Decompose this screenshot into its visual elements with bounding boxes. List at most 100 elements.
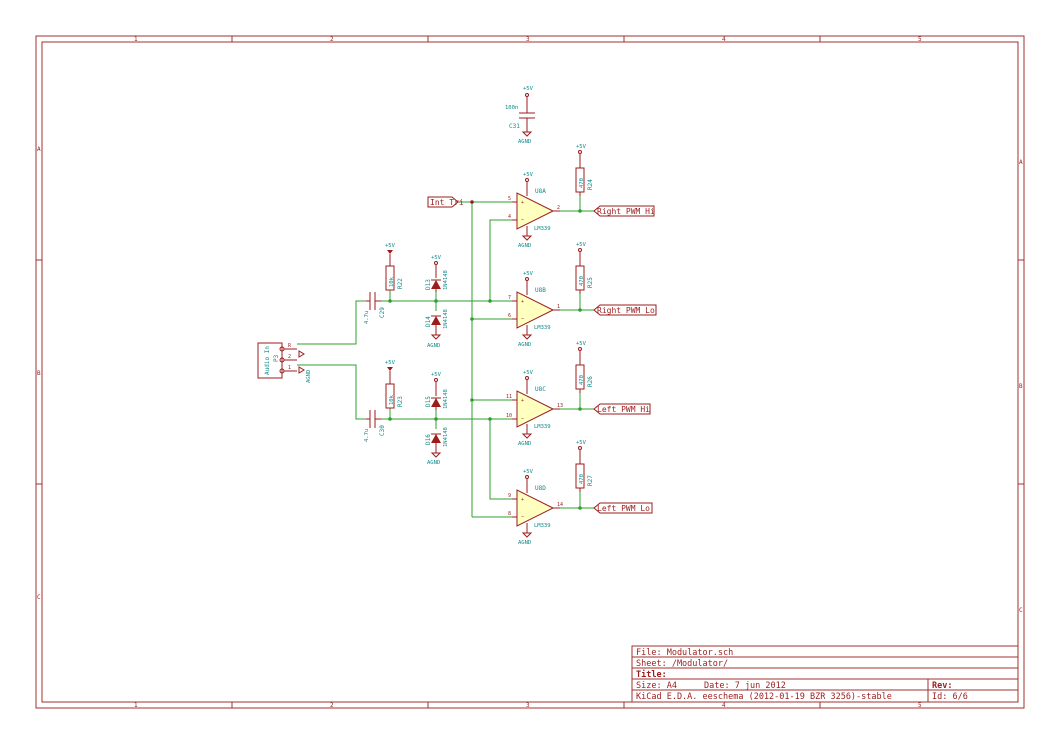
u8a-pin-p: 5 [508, 196, 511, 202]
left-pwm-hi-text: Left_PWM_Hi [597, 405, 650, 414]
d16-value: 1N4148 [443, 427, 449, 447]
junction-dots [388, 200, 582, 510]
c31-ref: C31 [509, 123, 520, 130]
c30-ref: C30 [379, 425, 386, 436]
c29-value: 4.7u [364, 311, 370, 324]
u8a-gnd: AGND [518, 243, 531, 249]
r27-value: 470 [579, 474, 585, 484]
u8d-gnd: AGND [518, 540, 531, 546]
u8a-value: LM339 [534, 226, 551, 232]
r24-value: 470 [579, 178, 585, 188]
capacitor-c30[interactable] [366, 410, 381, 428]
c31-vcc-label: +5V [523, 86, 534, 92]
col-label-1: 1 [134, 36, 138, 43]
r22-value: 10k [389, 276, 395, 287]
u8c-vcc: +5V [523, 370, 534, 376]
r24-vcc: +5V [576, 144, 587, 150]
comparator-u8a[interactable] [512, 178, 560, 241]
col-label-1-bottom: 1 [134, 702, 138, 709]
d13-vcc-label: +5V [431, 255, 442, 261]
r26-ref: R26 [587, 376, 594, 387]
u8d-plus: + [521, 497, 524, 503]
resistor-r23[interactable] [385, 367, 395, 409]
p3-pin-2: 2 [288, 354, 291, 360]
capacitor-c31[interactable] [519, 93, 535, 137]
d16-gnd-label: AGND [427, 460, 440, 466]
row-label-a-right: A [1019, 159, 1023, 166]
col-label-3-bottom: 3 [526, 702, 530, 709]
diode-d14[interactable] [430, 315, 442, 340]
row-label-c: C [37, 594, 41, 601]
tb-file: File: Modulator.sch [636, 648, 733, 658]
resistor-r22[interactable] [385, 250, 395, 291]
label-right-pwm-hi[interactable] [593, 205, 655, 217]
u8a-pin-o: 2 [557, 205, 560, 211]
resistor-r24[interactable] [575, 150, 585, 197]
r25-ref: R25 [587, 277, 594, 288]
border-column-ticks [36, 36, 1024, 708]
tb-rev: Rev: [932, 681, 952, 691]
p3-ref: P3 [273, 354, 280, 362]
int-tri-text: Int_Tri [430, 198, 464, 207]
d15-value: 1N4148 [443, 389, 449, 409]
u8a-vcc: +5V [523, 172, 534, 178]
r23-vcc-label: +5V [385, 360, 396, 366]
row-label-b-right: B [1019, 383, 1023, 390]
label-int-tri[interactable] [427, 196, 459, 208]
u8d-value: LM339 [534, 523, 551, 529]
u8d-pin-p: 9 [508, 493, 511, 499]
outer-frame [35, 35, 1025, 709]
u8a-minus: − [521, 217, 524, 223]
connector-p3[interactable] [257, 342, 305, 379]
diode-d15[interactable] [431, 378, 441, 411]
tb-date: Date: 7 jun 2012 [704, 681, 786, 691]
u8b-pin-o: 1 [557, 304, 560, 310]
label-left-pwm-lo[interactable] [593, 502, 653, 514]
c30-value: 4.7u [364, 429, 370, 442]
d15-vcc-label: +5V [431, 372, 442, 378]
r24-ref: R24 [587, 179, 594, 190]
u8b-pin-p: 7 [508, 295, 511, 301]
p3-value: Audio In [264, 346, 271, 375]
u8b-value: LM339 [534, 325, 551, 331]
u8b-pin-n: 6 [508, 313, 511, 319]
p3-pin-r: R [288, 343, 292, 349]
d16-ref: D16 [425, 434, 432, 445]
r26-value: 470 [579, 375, 585, 385]
col-label-5-bottom: 5 [918, 702, 922, 709]
r22-ref: R22 [397, 278, 404, 289]
u8b-gnd: AGND [518, 342, 531, 348]
r27-vcc: +5V [576, 440, 587, 446]
col-label-5: 5 [918, 36, 922, 43]
p3-pin-1: 1 [288, 365, 291, 371]
row-label-c-right: C [1019, 607, 1023, 614]
c29-ref: C29 [379, 307, 386, 318]
diode-d16[interactable] [430, 433, 442, 458]
d13-ref: D13 [425, 279, 432, 290]
label-right-pwm-lo[interactable] [593, 304, 657, 316]
capacitor-c29[interactable] [366, 292, 381, 310]
resistor-r27[interactable] [575, 446, 585, 493]
u8b-plus: + [521, 299, 524, 305]
u8c-gnd: AGND [518, 441, 531, 447]
label-left-pwm-hi[interactable] [593, 403, 651, 415]
c31-value: 100n [505, 105, 518, 111]
u8c-ref: U8C [535, 386, 546, 393]
col-label-2-bottom: 2 [330, 702, 334, 709]
r25-vcc: +5V [576, 242, 587, 248]
diode-d13[interactable] [431, 261, 441, 293]
d14-ref: D14 [425, 316, 432, 327]
d13-value: 1N4148 [443, 270, 449, 290]
comparator-u8d[interactable] [512, 475, 560, 538]
comparator-u8c[interactable] [512, 376, 560, 439]
r23-ref: R23 [397, 396, 404, 407]
resistor-r25[interactable] [575, 248, 585, 295]
u8c-value: LM339 [534, 424, 551, 430]
u8d-pin-o: 14 [557, 502, 563, 508]
left-pwm-lo-text: Left_PWM_Lo [597, 504, 650, 513]
col-label-3: 3 [526, 36, 530, 43]
comparator-u8b[interactable] [512, 277, 560, 340]
r22-vcc-label: +5V [385, 243, 396, 249]
resistor-r26[interactable] [575, 347, 585, 394]
